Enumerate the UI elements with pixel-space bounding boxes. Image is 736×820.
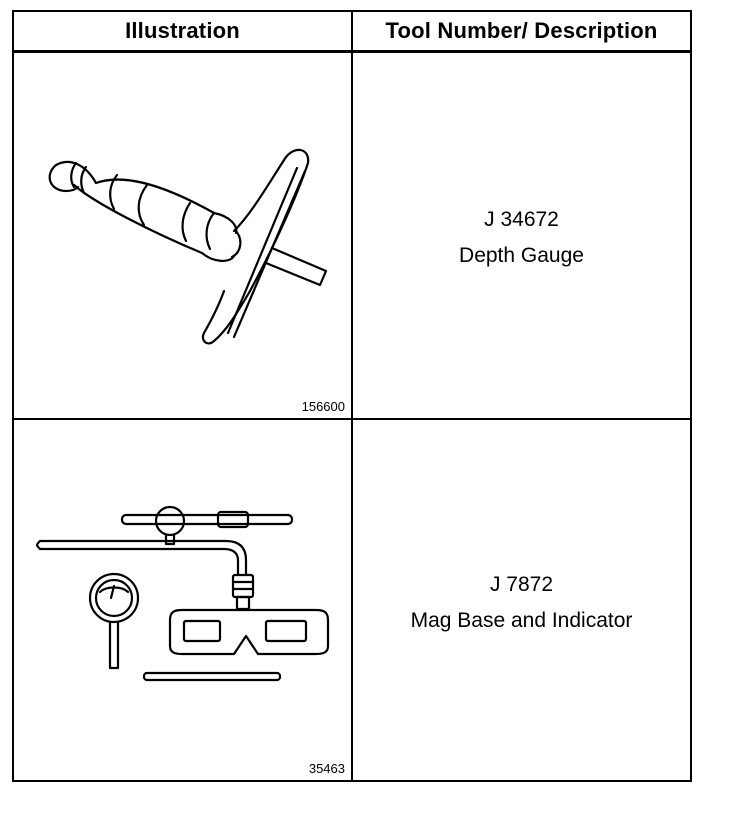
header-tool-description: Tool Number/ Description bbox=[385, 18, 658, 43]
tool-description-cell: J 34672 Depth Gauge bbox=[353, 202, 690, 274]
figure-number: 156600 bbox=[301, 399, 345, 414]
tool-description-cell: J 7872 Mag Base and Indicator bbox=[353, 567, 690, 639]
mag-base-indicator-icon bbox=[35, 505, 330, 682]
figure-number: 35463 bbox=[308, 761, 345, 776]
tool-table: Illustration Tool Number/ Description bbox=[12, 10, 692, 782]
tool-number: J 34672 bbox=[484, 208, 559, 231]
tool-description: Mag Base and Indicator bbox=[410, 609, 633, 632]
illustration-cell-depth-gauge: 156600 bbox=[14, 53, 351, 418]
column-divider bbox=[351, 12, 353, 780]
tool-number: J 7872 bbox=[489, 573, 554, 596]
row-divider bbox=[14, 418, 690, 420]
header-illustration: Illustration bbox=[125, 18, 240, 43]
tool-description: Depth Gauge bbox=[459, 244, 584, 267]
illustration-cell-mag-base: 35463 bbox=[14, 420, 351, 780]
depth-gauge-icon bbox=[48, 148, 328, 345]
header-divider bbox=[14, 50, 690, 53]
